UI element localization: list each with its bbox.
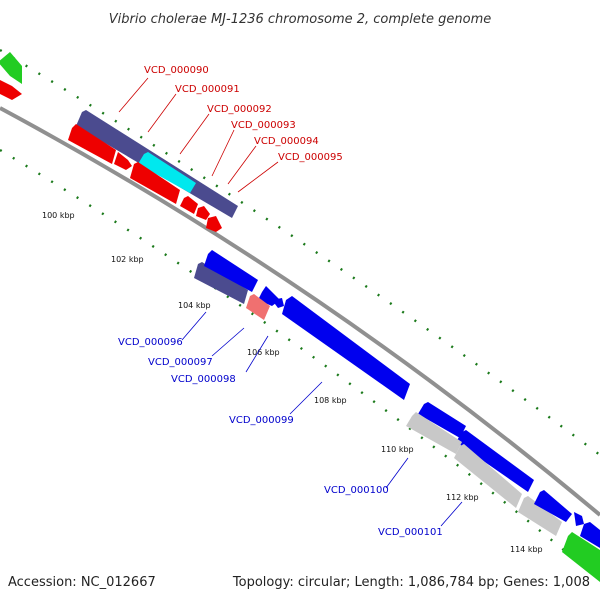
gene-green-top[interactable] — [0, 52, 22, 84]
reverse-strand — [194, 250, 600, 582]
gene-labels-top: VCD_000090 VCD_000091 VCD_000092 VCD_000… — [118, 65, 343, 193]
tick-label-104: 104 kbp — [178, 301, 211, 310]
gene-red-5[interactable] — [196, 206, 210, 220]
leader-line — [227, 145, 257, 185]
leader-line — [147, 93, 177, 133]
gene-label-VCD_000101[interactable]: VCD_000101 — [378, 527, 443, 538]
leader-line — [211, 129, 235, 177]
tick-label-106: 106 kbp — [247, 348, 280, 357]
gene-blue-1[interactable] — [204, 250, 258, 292]
gene-blue-long[interactable] — [282, 296, 410, 400]
gene-label-VCD_000099[interactable]: VCD_000099 — [229, 415, 294, 426]
gene-blue-4[interactable] — [456, 430, 534, 492]
leader-line — [181, 311, 207, 341]
gene-blue-7[interactable] — [580, 522, 600, 548]
gene-red-4[interactable] — [180, 196, 198, 214]
gene-label-VCD_000090[interactable]: VCD_000090 — [144, 65, 209, 76]
gene-pink[interactable] — [246, 294, 270, 320]
forward-strand — [0, 52, 238, 232]
inner-tick-ring — [0, 148, 600, 581]
leader-line — [289, 381, 323, 415]
tick-label-110: 110 kbp — [381, 445, 414, 454]
map-title: Vibrio cholerae MJ-1236 chromosome 2, co… — [109, 12, 491, 27]
leader-line — [385, 457, 409, 489]
accession-text: Accession: NC_012667 — [8, 575, 156, 590]
gene-blue-5[interactable] — [534, 490, 572, 522]
leader-line — [440, 501, 463, 527]
gene-red-6[interactable] — [206, 216, 222, 232]
gene-blue-tiny[interactable] — [272, 298, 284, 308]
leader-line — [245, 335, 269, 373]
tick-label-108: 108 kbp — [314, 396, 347, 405]
gene-gray-3[interactable] — [518, 496, 562, 536]
tick-label-114: 114 kbp — [510, 545, 543, 554]
leader-line — [237, 161, 279, 193]
gene-red-1[interactable] — [68, 124, 116, 164]
gene-green-bottom[interactable] — [562, 532, 600, 582]
gene-label-VCD_000095[interactable]: VCD_000095 — [278, 152, 343, 163]
gene-label-VCD_000092[interactable]: VCD_000092 — [207, 104, 272, 115]
gene-blue-3[interactable] — [418, 402, 466, 438]
gene-label-VCD_000091[interactable]: VCD_000091 — [175, 84, 240, 95]
tick-label-100: 100 kbp — [42, 211, 75, 220]
gene-label-VCD_000093[interactable]: VCD_000093 — [231, 120, 296, 131]
gene-label-VCD_000096[interactable]: VCD_000096 — [118, 337, 183, 348]
gene-label-VCD_000100[interactable]: VCD_000100 — [324, 485, 389, 496]
tick-label-102: 102 kbp — [111, 255, 144, 264]
genome-backbone — [0, 106, 600, 517]
gene-label-VCD_000098[interactable]: VCD_000098 — [171, 374, 236, 385]
gene-red-edge[interactable] — [0, 80, 22, 100]
leader-line — [211, 327, 245, 357]
gene-cyan[interactable] — [138, 152, 196, 193]
gene-red-3[interactable] — [130, 162, 180, 204]
gene-red-2[interactable] — [114, 152, 132, 170]
gene-labels-bottom: VCD_000096 VCD_000097 VCD_000098 VCD_000… — [118, 311, 463, 538]
gene-gray-2[interactable] — [454, 444, 522, 508]
gene-label-VCD_000094[interactable]: VCD_000094 — [254, 136, 319, 147]
gene-dark-blue-2[interactable] — [194, 262, 248, 304]
gene-gray-1[interactable] — [406, 412, 462, 454]
outer-tick-ring — [0, 48, 600, 456]
gene-blue-6[interactable] — [574, 512, 584, 526]
tick-label-112: 112 kbp — [446, 493, 479, 502]
leader-line — [179, 113, 210, 155]
gene-label-VCD_000097[interactable]: VCD_000097 — [148, 357, 213, 368]
leader-line — [118, 77, 149, 113]
tick-labels: 100 kbp 102 kbp 104 kbp 106 kbp 108 kbp … — [42, 211, 543, 554]
genome-summary-text: Topology: circular; Length: 1,086,784 bp… — [232, 575, 590, 590]
